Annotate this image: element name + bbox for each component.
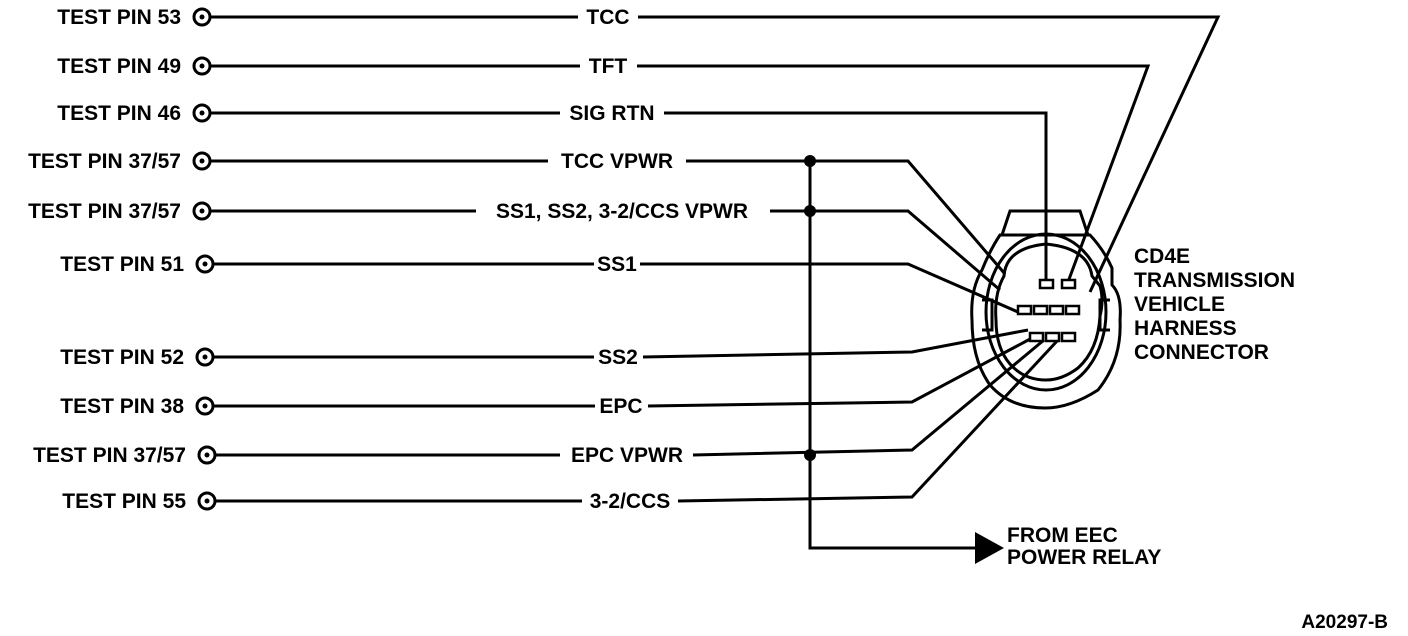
figure-reference: A20297-B [1301,612,1388,633]
signal-label: SIG RTN [569,102,654,125]
test-terminal-icon [192,7,212,27]
signal-label: TCC [586,6,629,29]
signal-label: TCC VPWR [561,150,673,173]
signal-label: SS1, SS2, 3-2/CCS VPWR [496,200,748,223]
test-terminal-icon [195,347,215,367]
signal-label: SS2 [598,346,638,369]
connector-caption-line: CD4E [1134,245,1190,268]
pin-label: TEST PIN 37/57 [28,200,181,223]
test-terminal-icon [192,103,212,123]
pin-label: TEST PIN 53 [57,6,181,29]
wires-right [637,15,1221,503]
test-terminal-icon [197,445,217,465]
harness-connector-icon [970,209,1122,410]
signal-label: SS1 [597,253,637,276]
splice-dot [804,205,816,217]
pin-label: TEST PIN 52 [60,346,184,369]
power-source-line: FROM EEC [1007,524,1118,547]
wires-left [211,15,595,503]
connector-caption-line: TRANSMISSION [1134,269,1295,292]
signal-label: EPC [599,395,642,418]
pin-label: TEST PIN 46 [57,102,181,125]
pin-label: TEST PIN 37/57 [33,444,186,467]
test-terminal-icon [197,491,217,511]
pin-label: TEST PIN 37/57 [28,150,181,173]
connector-caption-line: CONNECTOR [1134,341,1269,364]
test-terminal-icon [192,201,212,221]
test-terminal-icon [195,396,215,416]
power-source-caption: FROM EEC POWER RELAY [1007,524,1161,569]
pin-labels: TEST PIN 53 TEST PIN 49 TEST PIN 46 TEST… [28,6,186,513]
splice-dot [804,449,816,461]
test-terminal-icon [192,56,212,76]
connector-caption-line: VEHICLE [1134,293,1225,316]
signal-labels: TCC TFT SIG RTN TCC VPWR SS1, SS2, 3-2/C… [496,6,748,513]
signal-label: 3-2/CCS [590,490,671,513]
test-terminal-icon [195,254,215,274]
arrow-right-icon [975,532,1004,564]
pin-label: TEST PIN 38 [60,395,184,418]
test-terminals [192,7,217,511]
pin-label: TEST PIN 55 [62,490,186,513]
connector-caption: CD4E TRANSMISSION VEHICLE HARNESS CONNEC… [1134,245,1295,364]
splice-dot [804,155,816,167]
power-source-line: POWER RELAY [1007,546,1161,569]
signal-label: TFT [589,55,628,78]
signal-label: EPC VPWR [571,444,683,467]
pin-label: TEST PIN 51 [60,253,184,276]
test-terminal-icon [192,151,212,171]
pin-label: TEST PIN 49 [57,55,181,78]
power-bus [804,155,1004,564]
connector-caption-line: HARNESS [1134,317,1237,340]
